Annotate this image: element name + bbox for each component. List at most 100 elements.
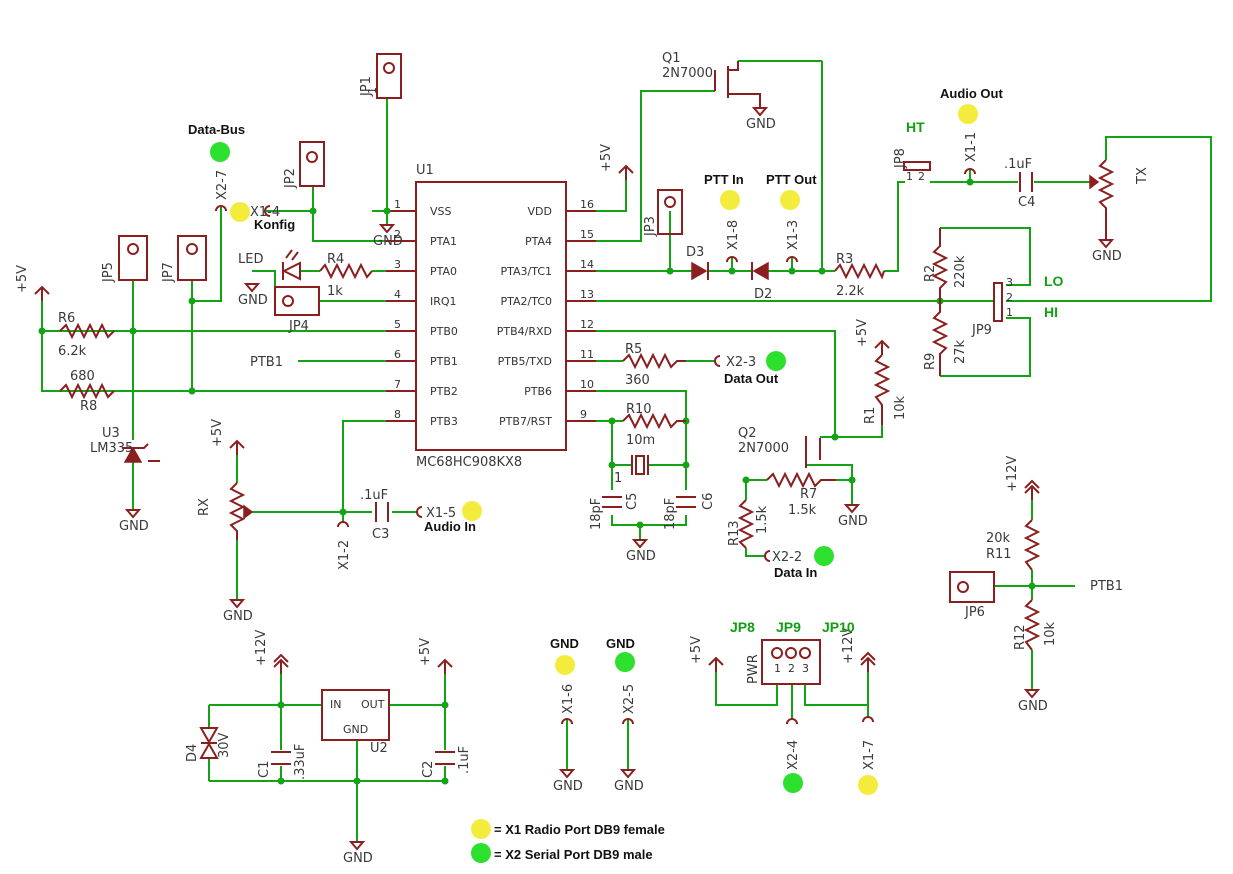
svg-text:1: 1	[906, 170, 913, 183]
jumper-jp1[interactable]: 1 JP1	[359, 53, 402, 99]
supply-5v-icon: +5V	[599, 144, 634, 180]
svg-text:2N7000: 2N7000	[738, 441, 789, 456]
svg-text:U2: U2	[370, 741, 388, 756]
connector-x2-2[interactable]: X2-2	[764, 550, 802, 565]
resistor-r10: R10 10m	[622, 402, 686, 448]
svg-text:X1-3: X1-3	[786, 220, 801, 250]
ground-icon: GND	[119, 509, 149, 534]
svg-text:X2-3: X2-3	[726, 355, 756, 370]
ic-pin-number: 3	[394, 258, 401, 271]
svg-text:X2-4: X2-4	[786, 740, 801, 770]
svg-text:X1-6: X1-6	[561, 684, 576, 714]
diode-d3: D3	[686, 245, 709, 281]
gnd-green-label: GND	[606, 636, 635, 651]
ic-pin-group: 1VSS2PTA13PTA04IRQ15PTB06PTB17PTB28PTB31…	[386, 198, 596, 428]
capacitor-c6: 18pF C6	[663, 493, 716, 530]
connector-x1-1[interactable]: X1-1	[964, 132, 979, 175]
capacitor-c5: 18pF C5	[589, 493, 640, 530]
svg-text:27k: 27k	[953, 339, 968, 364]
header-jp8-9-10[interactable]: 1 2 3 PWR	[746, 639, 821, 685]
connector-x1-8[interactable]: X1-8	[726, 220, 741, 263]
pot-tx: TX	[1089, 159, 1150, 240]
svg-text:.33uF: .33uF	[293, 744, 308, 780]
svg-text:R10: R10	[626, 402, 652, 417]
ic-pin-number: 5	[394, 318, 401, 331]
jumper-jp6[interactable]: JP6	[949, 571, 995, 620]
svg-text:+12V: +12V	[841, 628, 856, 664]
svg-text:2.2k: 2.2k	[836, 284, 865, 299]
jumper-jp3[interactable]: JP3	[643, 189, 683, 237]
ground-icon: GND	[238, 283, 268, 308]
ic-pin-name: PTA4	[525, 235, 552, 248]
jumper-jp8-ht[interactable]: 1 2 JP8	[893, 148, 931, 183]
svg-text:GND: GND	[343, 723, 368, 736]
jp2-label: JP2	[283, 168, 298, 189]
resistor-r4: R4 1k	[319, 252, 373, 299]
ic-pin-name: VDD	[528, 205, 552, 218]
svg-text:GND: GND	[238, 293, 268, 308]
svg-text:LM335: LM335	[90, 441, 133, 456]
svg-text:X1-4: X1-4	[250, 205, 280, 220]
supply-12v-icon: +12V	[1005, 456, 1040, 500]
svg-text:+5V: +5V	[599, 144, 614, 172]
ic-pin-name: PTB7/RST	[499, 415, 552, 428]
svg-text:Q2: Q2	[738, 426, 757, 441]
svg-text:1: 1	[774, 662, 781, 675]
svg-text:TX: TX	[1135, 167, 1150, 185]
gnd-yellow-label: GND	[550, 636, 579, 651]
connector-x2-4[interactable]: X2-4	[786, 718, 801, 770]
ground-icon: GND	[553, 769, 583, 794]
ic-pin-name: PTB4/RXD	[497, 325, 552, 338]
jumper-jp5[interactable]: JP5	[101, 235, 148, 283]
ic-pin-name: PTB3	[430, 415, 458, 428]
legend-x1-text: = X1 Radio Port DB9 female	[494, 822, 665, 837]
connector-x1-5[interactable]: X1-5	[416, 506, 456, 521]
svg-text:360: 360	[625, 373, 650, 388]
resistor-r2: R2 220k	[923, 228, 968, 301]
svg-text:.1uF: .1uF	[1004, 157, 1032, 172]
connector-x1-4[interactable]: X1-4	[250, 205, 280, 220]
svg-text:X1-7: X1-7	[862, 740, 877, 770]
ic-pin-name: PTA2/TC0	[501, 295, 552, 308]
supply-5v-icon: +5V	[418, 638, 453, 674]
svg-text:1: 1	[1006, 306, 1013, 319]
jumper-jp9[interactable]: 3 2 1 JP9	[971, 276, 1013, 338]
lo-label: LO	[1044, 273, 1064, 289]
svg-text:R3: R3	[836, 252, 853, 267]
connector-x1-7[interactable]: X1-7	[862, 716, 877, 770]
svg-text:GND: GND	[746, 117, 776, 132]
connector-x2-7[interactable]: X2-7	[215, 170, 230, 212]
svg-text:GND: GND	[1018, 699, 1048, 714]
jumper-jp4[interactable]: JP4	[274, 286, 320, 334]
svg-text:D3: D3	[686, 245, 704, 260]
connector-x2-3[interactable]: X2-3	[714, 355, 756, 370]
svg-text:X2-7: X2-7	[215, 170, 230, 200]
ic-pin-number: 1	[394, 198, 401, 211]
ptb1-label: PTB1	[250, 355, 283, 370]
svg-text:GND: GND	[343, 851, 373, 866]
jp8-label: JP8	[893, 148, 908, 169]
ic-pin-number: 16	[580, 198, 594, 211]
audio-in-label: Audio In	[424, 519, 476, 534]
connector-x1-3[interactable]: X1-3	[786, 220, 801, 263]
jumper-jp7[interactable]: JP7	[161, 235, 207, 283]
connector-x2-5[interactable]: X2-5	[622, 684, 637, 725]
svg-text:2: 2	[1006, 291, 1013, 304]
jumper-jp2[interactable]: JP2	[283, 141, 325, 189]
konfig-label: Konfig	[254, 217, 295, 232]
svg-text:C4: C4	[1018, 195, 1035, 210]
ic-pin-name: VSS	[430, 205, 452, 218]
svg-text:680: 680	[70, 369, 95, 384]
legend-x2-swatch	[471, 843, 491, 863]
svg-text:1: 1	[366, 87, 379, 94]
svg-text:.1uF: .1uF	[457, 746, 472, 774]
svg-text:1.5k: 1.5k	[788, 503, 817, 518]
svg-text:R7: R7	[800, 487, 817, 502]
data-out-label: Data Out	[724, 371, 779, 386]
svg-text:2: 2	[788, 662, 795, 675]
connector-x1-2[interactable]: X1-2	[337, 521, 352, 570]
connector-x1-6[interactable]: X1-6	[561, 684, 576, 725]
sensor-u3: U3 LM335	[90, 426, 160, 463]
